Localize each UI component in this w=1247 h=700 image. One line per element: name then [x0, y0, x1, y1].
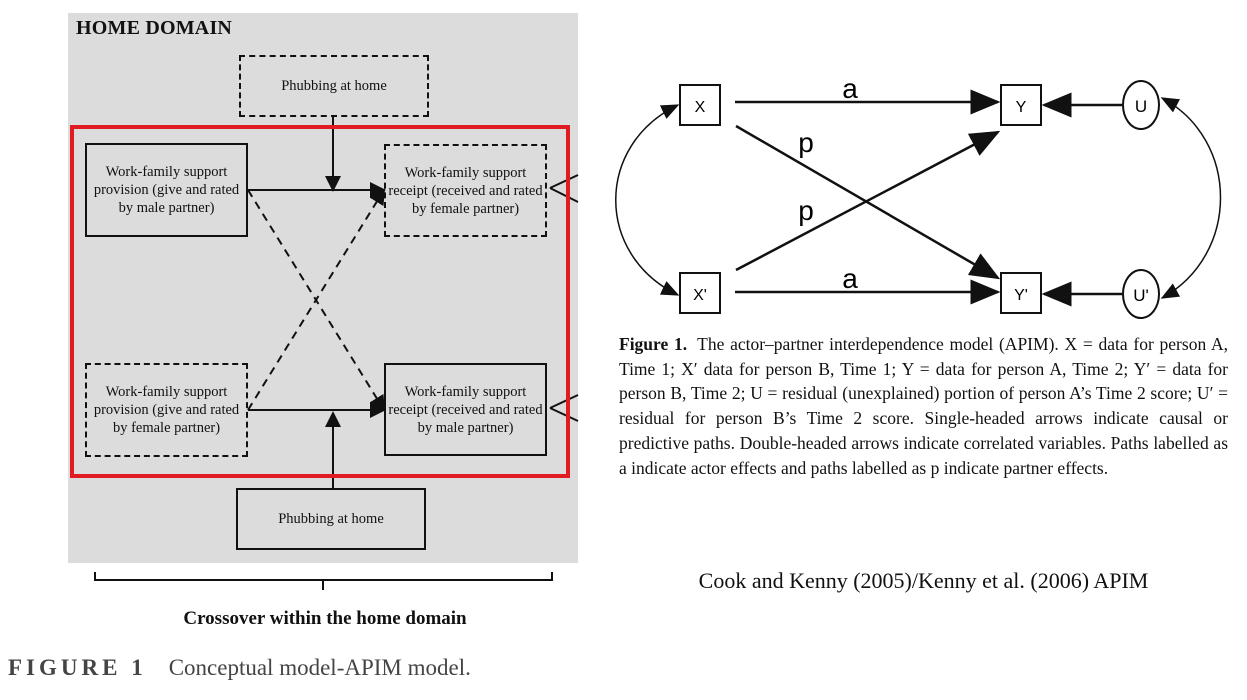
edge-arrow-top-1: [549, 174, 579, 189]
home-domain-diagram-connectors: [94, 117, 579, 590]
female-provision-box: Work-family support provision (give and …: [85, 363, 248, 457]
crossover-label: Crossover within the home domain: [183, 608, 467, 629]
node-x-prime: [679, 272, 721, 314]
node-y-label: Y: [1016, 99, 1027, 116]
apim-caption-text: The actor–partner interdependence model …: [619, 334, 1228, 478]
left-figure-caption: FIGURE 1 Conceptual model-APIM model.: [8, 655, 471, 681]
label-partner-1: p: [798, 127, 814, 158]
apim-diagram: X X' Y Y' U U' a a p p: [615, 73, 1222, 319]
phubbing-home-top-box: Phubbing at home: [239, 55, 429, 117]
path-partner-up: [735, 130, 1001, 272]
figure-caption-text: Conceptual model-APIM model.: [168, 655, 471, 680]
home-domain-title: HOME DOMAIN: [76, 17, 233, 39]
node-x: [679, 84, 721, 126]
node-u-prime: [1122, 269, 1160, 319]
node-x-label: X: [695, 99, 706, 116]
apim-caption-label: Figure 1.: [619, 334, 688, 354]
male-provision-box: Work-family support provision (give and …: [85, 143, 248, 237]
node-x-prime-label: X': [693, 287, 707, 304]
node-u-label: U: [1135, 97, 1147, 116]
node-y: [1000, 84, 1042, 126]
crossover-bracket: [94, 572, 553, 581]
label-actor-bottom: a: [842, 263, 858, 294]
node-y-prime: [1000, 272, 1042, 314]
edge-arrow-top-2: [549, 187, 579, 203]
male-receipt-box: Work-family support receipt (received an…: [384, 363, 547, 456]
apim-caption: Figure 1.The actor–partner interdependen…: [619, 332, 1228, 480]
label-partner-2: p: [798, 195, 814, 226]
correlation-u-uprime: [1160, 97, 1222, 299]
phubbing-home-bottom-box: Phubbing at home: [236, 488, 426, 550]
node-y-prime-label: Y': [1014, 287, 1028, 304]
arrow-cross-up: [247, 188, 386, 411]
label-actor-top: a: [842, 73, 858, 104]
edge-arrow-bottom-1: [549, 394, 579, 409]
figure-label: FIGURE 1: [8, 655, 147, 680]
node-u: [1122, 80, 1160, 130]
correlation-x-xprime: [615, 104, 680, 296]
edge-arrow-bottom-2: [549, 407, 579, 422]
female-receipt-box: Work-family support receipt (received an…: [384, 144, 547, 237]
apim-citation: Cook and Kenny (2005)/Kenny et al. (2006…: [698, 568, 1149, 593]
highlight-frame: [70, 125, 570, 478]
node-u-prime-label: U': [1133, 286, 1149, 305]
